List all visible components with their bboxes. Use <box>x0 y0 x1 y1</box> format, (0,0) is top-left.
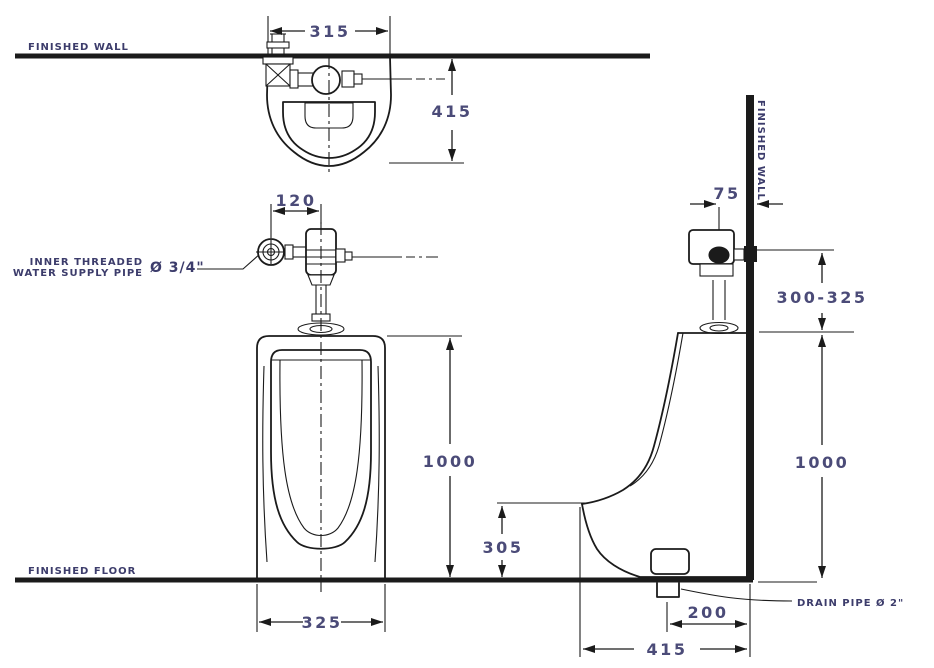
supply-pipe-label: INNER THREADED WATER SUPPLY PIPE Ø 3/4" <box>13 252 262 279</box>
dim-drain-to-wall: 200 <box>666 584 751 657</box>
front-urinal-body <box>256 222 386 592</box>
dim-front-height: 1000 <box>387 335 478 577</box>
dim-lip-height: 305 <box>483 502 586 577</box>
floor: FINISHED FLOOR <box>15 566 753 583</box>
side-valve-handle <box>709 247 729 263</box>
drain-label: DRAIN PIPE Ø 2" <box>797 597 904 609</box>
dim-valve-offset-text: 120 <box>276 191 317 210</box>
supply-leader-line <box>197 252 262 270</box>
dim-drain-to-wall-text: 200 <box>688 603 729 622</box>
top-wall: FINISHED WALL <box>15 42 650 59</box>
side-urinal-front-face <box>581 332 679 505</box>
finished-wall-label: FINISHED WALL <box>28 42 129 53</box>
plan-view: 315 415 <box>262 16 473 176</box>
drain-fitting <box>650 548 690 575</box>
dim-front-width-text: 325 <box>302 613 343 632</box>
dim-plan-width: 315 <box>267 16 391 54</box>
finished-wall-side-label: FINISHED WALL <box>755 100 766 201</box>
front-view: 120 INNER THREADED WATER SUPPLY PIPE Ø 3… <box>13 191 586 632</box>
plan-urinal-outline <box>266 56 392 167</box>
supply-diameter-text: Ø 3/4" <box>150 260 205 276</box>
dim-front-width: 325 <box>256 584 386 632</box>
dim-plan-depth-text: 415 <box>432 102 473 121</box>
dim-valve-wall-offset-text: 75 <box>713 184 740 203</box>
plan-valve-body <box>311 65 341 95</box>
dim-side-height-text: 1000 <box>795 453 850 472</box>
side-urinal-body <box>581 332 747 598</box>
dim-plan-width-text: 315 <box>310 22 351 41</box>
drain-pipe-stub <box>656 582 680 598</box>
side-urinal-bottom <box>581 503 747 578</box>
side-view: FINISHED WALL 75 <box>579 95 904 659</box>
dim-floor-depth-text: 415 <box>647 640 688 659</box>
dim-valve-offset: 120 <box>270 191 322 238</box>
dim-front-height-text: 1000 <box>423 452 478 471</box>
dim-plan-depth: 415 <box>389 59 473 164</box>
supply-label-line1: INNER THREADED <box>30 257 143 268</box>
dim-lip-height-text: 305 <box>483 538 524 557</box>
drain-label-group: DRAIN PIPE Ø 2" <box>680 588 904 609</box>
front-flush-valve <box>256 228 438 336</box>
supply-label-line2: WATER SUPPLY PIPE <box>13 268 143 279</box>
dim-side-height: 1000 <box>758 335 850 583</box>
front-rim-outline <box>270 349 372 550</box>
side-flush-valve <box>688 229 757 335</box>
plan-flush-valve <box>262 33 445 95</box>
side-wall-line <box>746 95 754 580</box>
dim-supply-above-rim-text: 300-325 <box>777 288 868 307</box>
dim-supply-above-rim: 300-325 <box>757 249 868 333</box>
drain-leader-line <box>680 588 793 602</box>
dim-floor-depth: 415 <box>579 507 747 659</box>
supply-through-wall <box>744 246 757 262</box>
finished-floor-label: FINISHED FLOOR <box>28 566 136 577</box>
plan-drain-cover <box>304 102 354 129</box>
